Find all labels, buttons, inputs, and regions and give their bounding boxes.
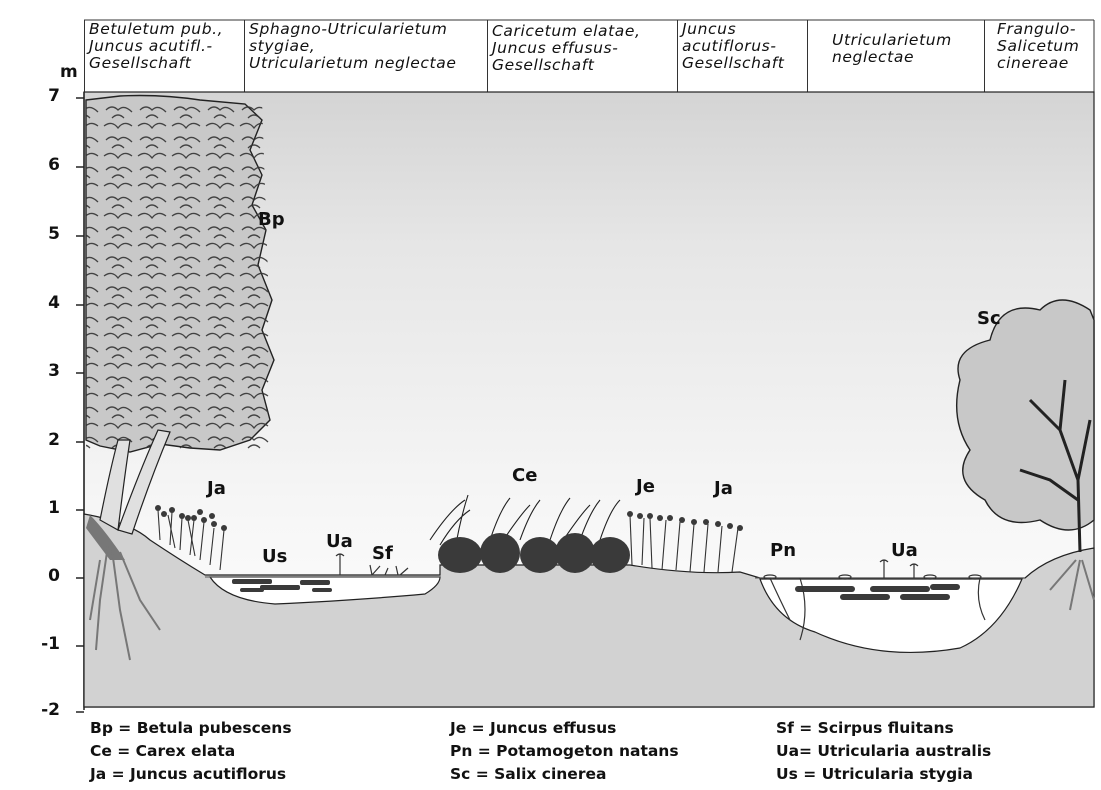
species-label-sc: Sc bbox=[977, 308, 1001, 329]
utricularia-australis-left bbox=[335, 553, 345, 575]
header-line: Juncus bbox=[682, 20, 737, 38]
y-axis-ticks bbox=[76, 97, 84, 713]
carex-elata-tussocks bbox=[429, 494, 621, 551]
header-line: Sphagno-Utricularietum bbox=[249, 20, 448, 38]
y-tick-label: 5 bbox=[48, 224, 60, 244]
salix-branches bbox=[1019, 379, 1092, 553]
salix-canopy bbox=[955, 299, 1095, 531]
birch-root-base bbox=[86, 515, 125, 560]
species-label-us: Us bbox=[262, 546, 288, 567]
y-tick-label: 3 bbox=[48, 361, 60, 381]
utricularia-australis-mat bbox=[795, 584, 960, 600]
juncus-heads-right bbox=[627, 511, 743, 531]
header-line: Gesellschaft bbox=[492, 56, 595, 74]
species-label-ua-left: Ua bbox=[326, 531, 353, 552]
birch-roots bbox=[89, 544, 161, 661]
birch-canopy-texture bbox=[86, 100, 274, 450]
y-axis-unit-label: m bbox=[60, 62, 78, 82]
salix-roots bbox=[1049, 559, 1095, 611]
legend-ce: Ce = Carex elata bbox=[90, 742, 236, 760]
birch-trunk bbox=[99, 439, 131, 531]
header-cell-caricetum-elatae: Caricetum elatae, Juncus effusus- Gesell… bbox=[487, 20, 677, 92]
species-label-ua-right: Ua bbox=[891, 540, 918, 561]
species-label-je: Je bbox=[636, 476, 655, 497]
header-line: Gesellschaft bbox=[89, 54, 192, 72]
scirpus-fluitans bbox=[369, 564, 409, 576]
header-line: Frangulo- bbox=[997, 20, 1077, 38]
species-label-bp: Bp bbox=[258, 209, 285, 230]
species-label-pn: Pn bbox=[770, 540, 797, 561]
header-line: Utricularietum bbox=[832, 31, 952, 49]
juncus-acutiflorus-left bbox=[157, 509, 225, 571]
y-tick-label: 1 bbox=[48, 498, 60, 518]
header-line: cinereae bbox=[997, 54, 1069, 72]
y-tick-label: 0 bbox=[48, 566, 60, 586]
header-line: Salicetum bbox=[997, 37, 1080, 55]
species-label-ja-left: Ja bbox=[207, 478, 226, 499]
header-line: Utricularietum neglectae bbox=[249, 54, 457, 72]
y-tick-label: -2 bbox=[41, 700, 60, 720]
species-label-sf: Sf bbox=[372, 543, 393, 564]
header-cell-juncus-acutiflorus: Juncus acutiflorus- Gesellschaft bbox=[677, 20, 807, 92]
header-cell-utricularietum-neglectae: Utricularietum neglectae bbox=[807, 20, 984, 92]
header-line: acutiflorus- bbox=[682, 37, 777, 55]
legend-je: Je = Juncus effusus bbox=[450, 719, 617, 737]
birch-trunk bbox=[117, 429, 171, 535]
utricularia-australis-right bbox=[879, 559, 919, 578]
header-line: neglectae bbox=[832, 48, 915, 66]
species-label-ce: Ce bbox=[512, 465, 538, 486]
y-tick-label: 4 bbox=[48, 293, 60, 313]
ground-profile bbox=[83, 513, 1095, 708]
y-tick-label: 6 bbox=[48, 155, 60, 175]
legend-ua: Ua= Utricularia australis bbox=[776, 742, 992, 760]
header-line: Betuletum pub., bbox=[89, 20, 224, 38]
legend-pn: Pn = Potamogeton natans bbox=[450, 742, 679, 760]
utricularia-stygia-mat bbox=[232, 579, 332, 592]
legend-sc: Sc = Salix cinerea bbox=[450, 765, 607, 783]
legend-sf: Sf = Scirpus fluitans bbox=[776, 719, 954, 737]
y-tick-label: 2 bbox=[48, 430, 60, 450]
legend-ja: Ja = Juncus acutiflorus bbox=[90, 765, 287, 783]
juncus-stems-right bbox=[629, 514, 739, 573]
legend-bp: Bp = Betula pubescens bbox=[90, 719, 292, 737]
header-line: Caricetum elatae, bbox=[492, 22, 641, 40]
right-pond-water bbox=[759, 578, 1023, 654]
juncus-acutiflorus-left-heads bbox=[155, 505, 227, 531]
potamogeton-natans bbox=[763, 574, 986, 641]
header-line: Juncus effusus- bbox=[492, 39, 619, 57]
header-line: Juncus acutifl.- bbox=[89, 37, 213, 55]
species-label-ja-right: Ja bbox=[714, 478, 733, 499]
header-line: stygiae, bbox=[249, 37, 316, 55]
y-tick-label: -1 bbox=[41, 634, 60, 654]
header-cell-frangulo-salicetum: Frangulo- Salicetum cinereae bbox=[984, 20, 1094, 92]
header-line: Gesellschaft bbox=[682, 54, 785, 72]
y-tick-label: 7 bbox=[48, 86, 60, 106]
carex-elata-bases bbox=[438, 533, 630, 573]
legend-us: Us = Utricularia stygia bbox=[776, 765, 973, 783]
header-cell-sphagno-utricularietum: Sphagno-Utricularietum stygiae, Utricula… bbox=[244, 20, 487, 92]
header-cell-betuletum: Betuletum pub., Juncus acutifl.- Gesells… bbox=[84, 20, 244, 92]
